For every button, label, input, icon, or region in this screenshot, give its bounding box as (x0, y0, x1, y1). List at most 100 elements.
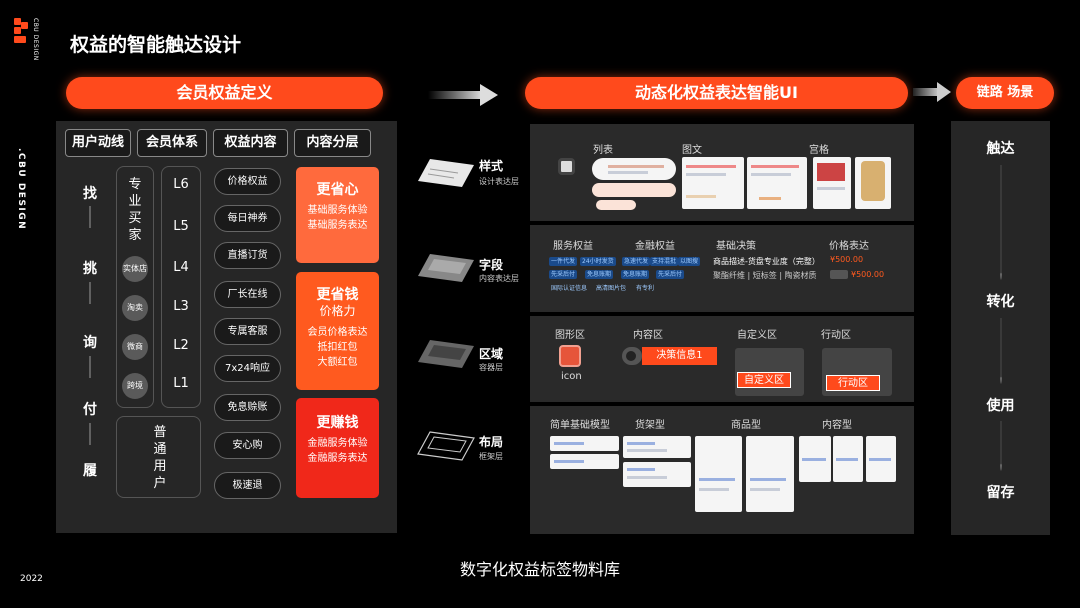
service-tag: 有专利 (636, 285, 655, 292)
product-thumb-icon (558, 158, 575, 175)
service-tag: 一件代发 (549, 257, 578, 266)
header-user-journey: 用户动线 (65, 129, 131, 157)
stage-convert: 转化 (986, 294, 1015, 310)
buyer-type-taomai: 淘卖 (122, 295, 148, 321)
decision-info-chip: 决策信息1 (642, 347, 717, 365)
icon-label: icon (561, 371, 582, 382)
stage-use: 使用 (986, 398, 1015, 414)
arrow-down-icon (1000, 318, 1002, 384)
level-l1: L1 (173, 376, 189, 391)
frame-layer-icon (417, 431, 475, 461)
brand-vertical: .CBU DESIGN (16, 148, 26, 231)
layer-name-style: 样式 (479, 159, 504, 173)
scene-pill: 链路 场景 (956, 77, 1054, 109)
brand-logo: CBU DESIGN (14, 18, 42, 66)
arrow-down-icon (89, 282, 91, 304)
decision-detail: 聚酯纤维 | 短标签 | 陶瓷材质 (713, 271, 817, 280)
dynamic-ui-pill: 动态化权益表达智能UI (525, 77, 908, 109)
regular-user-label: 普通用户 (153, 425, 167, 491)
buyer-type-crossborder: 跨境 (122, 373, 148, 399)
header-content-tier: 内容分层 (294, 129, 371, 157)
frame-mock (833, 436, 863, 482)
benefit-24h-response: 7x24响应 (214, 355, 281, 382)
journey-pay: 付 (83, 402, 97, 418)
frame-product-label: 商品型 (731, 420, 761, 431)
service-tag: 急速代发 (622, 257, 651, 266)
benefit-interest-free-credit: 免息赊账 (214, 394, 281, 421)
benefit-live-order: 直播订货 (214, 242, 281, 269)
style-grid-label: 宫格 (809, 145, 829, 156)
journey-find: 找 (83, 186, 97, 202)
tier-title: 更赚钱 (316, 415, 359, 431)
frame-mock (799, 436, 831, 482)
layer-sub-style: 设计表达层 (479, 177, 519, 186)
area-graphic-label: 图形区 (555, 330, 585, 341)
list-mock (592, 183, 676, 197)
journey-fulfill: 履 (83, 463, 97, 479)
arrow-right-icon (913, 82, 951, 102)
level-l2: L2 (173, 338, 189, 353)
level-l3: L3 (173, 299, 189, 314)
tier-line: 基础服务体验 (307, 205, 368, 216)
layer-name-area: 区域 (479, 347, 504, 361)
level-l6: L6 (173, 177, 189, 192)
tier-worry-free: 更省心 基础服务体验 基础服务表达 (296, 167, 379, 263)
field-service-label: 服务权益 (553, 241, 593, 252)
field-layer-row (530, 225, 914, 312)
tier-line: 金融服务表达 (307, 453, 368, 464)
grid-mock (813, 157, 851, 209)
area-content-label: 内容区 (633, 330, 663, 341)
tier-save-money: 更省钱 价格力 会员价格表达 抵扣红包 大额红包 (296, 272, 379, 390)
style-layer-icon (418, 159, 474, 187)
benefit-price: 价格权益 (214, 168, 281, 195)
style-image-text-label: 图文 (682, 145, 702, 156)
benefit-exclusive-service: 专属客服 (214, 318, 281, 345)
layer-sub-frame: 框架层 (479, 452, 503, 461)
field-price-label: 价格表达 (829, 241, 869, 252)
arrow-down-icon (89, 423, 91, 445)
tier-line: 会员价格表达 (307, 327, 368, 338)
tier-line: 抵扣红包 (317, 342, 358, 353)
stage-reach: 触达 (986, 141, 1015, 157)
service-tag: 先采后付 (549, 270, 578, 279)
frame-mock (746, 436, 794, 512)
frame-mock (695, 436, 742, 512)
pro-buyer-label: 专业买家 (128, 177, 142, 243)
frame-mock (550, 454, 619, 469)
year-label: 2022 (20, 574, 43, 584)
decision-title: 商品描述-货盘专业度（完整） (713, 257, 820, 266)
image-text-mock (682, 157, 744, 209)
tier-line: 金融服务体验 (307, 438, 368, 449)
arrow-down-icon (1000, 421, 1002, 471)
journey-inquire: 询 (83, 335, 97, 351)
benefit-daily-coupon: 每日神券 (214, 205, 281, 232)
benefit-fast-refund: 极速退 (214, 472, 281, 499)
area-action-label: 行动区 (821, 330, 851, 341)
tier-line: 基础服务表达 (307, 220, 368, 231)
frame-mock (866, 436, 896, 482)
frame-mock (623, 436, 691, 458)
frame-simple-label: 简单基础模型 (550, 420, 610, 431)
service-tag: 支持混批 (650, 257, 679, 266)
price-value: ¥500.00 (830, 255, 864, 264)
list-mock (592, 158, 676, 180)
tier-earn-money: 更赚钱 金融服务体验 金融服务表达 (296, 398, 379, 498)
journey-pick: 挑 (83, 261, 97, 277)
frame-mock (623, 462, 691, 487)
grid-mock (855, 157, 891, 209)
arrow-right-icon (428, 84, 498, 106)
action-area-chip: 行动区 (826, 375, 880, 391)
level-group (161, 166, 201, 408)
tier-title: 更省心 (316, 182, 359, 198)
image-text-mock (747, 157, 807, 209)
list-mock (596, 200, 636, 210)
frame-mock (550, 436, 619, 451)
service-tag: 国际认证信息 (551, 285, 588, 292)
finance-tag: 先采后付 (656, 270, 685, 279)
field-finance-label: 金融权益 (635, 241, 675, 252)
arrow-down-icon (89, 206, 91, 228)
price-badge (830, 270, 848, 279)
tier-title: 更省钱 (316, 287, 359, 303)
service-tag: 高清图片包 (596, 285, 627, 292)
level-l5: L5 (173, 219, 189, 234)
